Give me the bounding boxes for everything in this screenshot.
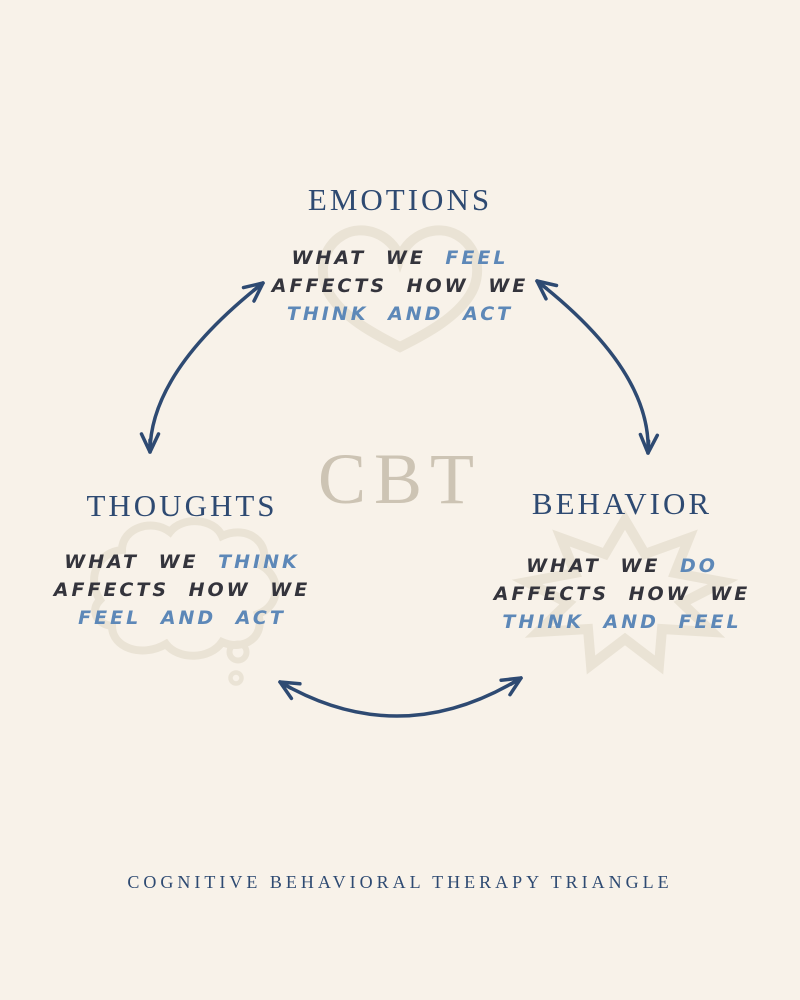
node-emotions: EMOTIONS WHAT WE FEEL AFFECTS HOW WE THI… <box>160 182 640 328</box>
thought-bubble-dot-small <box>228 670 244 686</box>
node-behavior: BEHAVIOR WHAT WE DO AFFECTS HOW WE THINK… <box>472 486 772 636</box>
behavior-description: WHAT WE DO AFFECTS HOW WE THINK AND FEEL <box>472 552 772 636</box>
heart-icon <box>317 225 483 353</box>
thoughts-title: THOUGHTS <box>86 488 278 523</box>
thoughts-description: WHAT WE THINK AFFECTS HOW WE FEEL AND AC… <box>32 548 332 632</box>
diagram-caption: COGNITIVE BEHAVIORAL THERAPY TRIANGLE <box>127 872 673 892</box>
thoughts-line-3: FEEL AND ACT <box>78 607 286 629</box>
thoughts-line-2: AFFECTS HOW WE <box>53 579 311 601</box>
emotions-line-1: WHAT WE FEEL <box>291 247 509 269</box>
emotions-title: EMOTIONS <box>307 182 493 217</box>
emotions-line-2: AFFECTS HOW WE <box>271 275 529 297</box>
arrow-thoughts-behavior <box>278 676 523 718</box>
behavior-line-2: AFFECTS HOW WE <box>493 583 751 605</box>
behavior-line-1: WHAT WE DO <box>526 555 718 577</box>
emotions-line-3: THINK AND ACT <box>286 303 514 325</box>
emotions-description: WHAT WE FEEL AFFECTS HOW WE THINK AND AC… <box>160 244 640 328</box>
behavior-title: BEHAVIOR <box>531 486 713 521</box>
thoughts-line-1: WHAT WE THINK <box>64 551 300 573</box>
node-thoughts: THOUGHTS WHAT WE THINK AFFECTS HOW WE FE… <box>32 488 332 632</box>
center-label-cbt: CBT <box>317 439 483 519</box>
arrow-emotions-thoughts <box>139 281 265 454</box>
thought-bubble-dot-large <box>226 640 250 664</box>
arrow-emotions-behavior <box>535 279 660 455</box>
thought-bubble-icon <box>90 517 280 660</box>
starburst-icon <box>511 510 739 675</box>
behavior-line-3: THINK AND FEEL <box>502 611 742 633</box>
